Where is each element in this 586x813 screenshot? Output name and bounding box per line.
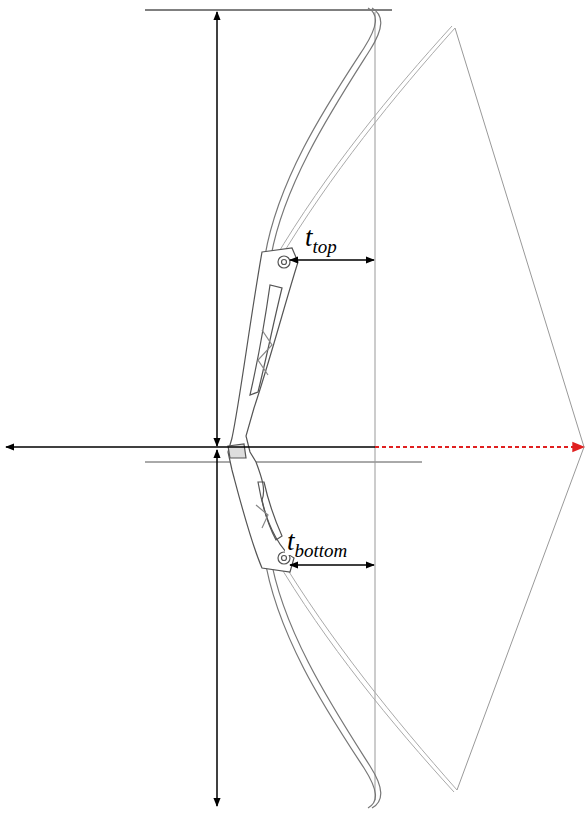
- tiller-label: tbottom: [285, 528, 349, 555]
- top-reference-line: [145, 10, 392, 11]
- grip-reference-line: [145, 462, 422, 463]
- symbol: t: [305, 222, 313, 252]
- symbol: t: [287, 526, 295, 556]
- drawn-bow: [274, 26, 584, 792]
- lower-height-arrow: [216, 450, 218, 806]
- lower-limb: [264, 554, 381, 808]
- riser: [228, 248, 298, 572]
- subscript: bottom: [295, 540, 348, 561]
- bottom-tiller-arrow: [290, 564, 374, 566]
- subscript: top: [313, 236, 337, 257]
- upper-limb: [264, 8, 381, 262]
- top-tiller-arrow: [290, 259, 374, 261]
- axis-arrow: [6, 446, 375, 448]
- arrow-path: [375, 446, 584, 448]
- tiller-label: ttop: [303, 224, 339, 251]
- upper-height-arrow: [216, 12, 218, 446]
- brace-line: [375, 12, 376, 800]
